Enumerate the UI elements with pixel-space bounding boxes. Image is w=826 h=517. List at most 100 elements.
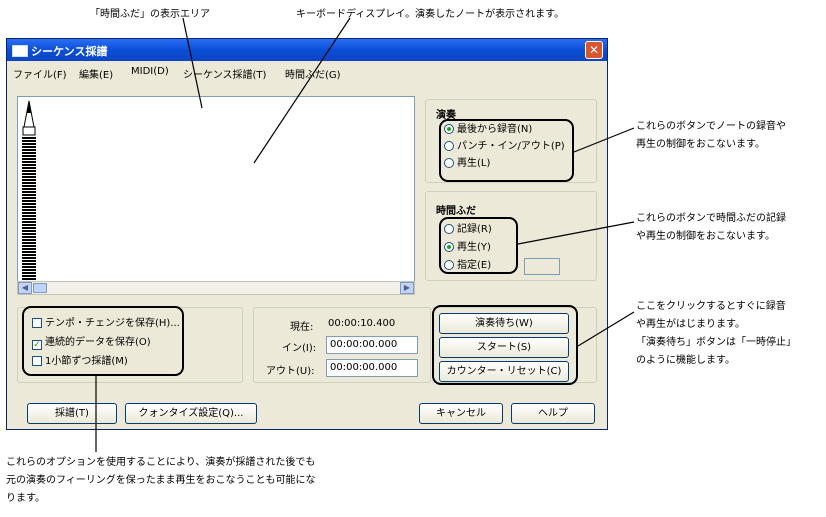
piano-key-stripe: [22, 227, 36, 229]
checkbox-save-tempo[interactable]: テンポ・チェンジを保存(H)...: [32, 316, 180, 332]
out-time-field[interactable]: 00:00:00.000: [326, 359, 418, 377]
piano-key-stripe: [22, 245, 36, 247]
piano-key-stripe: [22, 191, 36, 193]
piano-key-stripe: [22, 200, 36, 202]
radio-indicator: [444, 158, 454, 168]
piano-key-stripe: [22, 158, 36, 160]
piano-key-stripe: [22, 269, 36, 271]
scroll-right-button[interactable]: ▶: [400, 282, 414, 294]
piano-key-stripe: [22, 251, 36, 253]
checkbox-save-continuous[interactable]: ✓連続的データを保存(O): [32, 337, 151, 350]
checkbox-box: [32, 318, 42, 328]
position-group: 現在: 00:00:10.400 イン(I): 00:00:00.000 アウト…: [253, 307, 431, 383]
piano-key-stripe: [22, 230, 36, 232]
piano-key-stripe: [22, 221, 36, 223]
help-button[interactable]: ヘルプ: [511, 403, 595, 424]
piano-key-stripe: [22, 137, 36, 139]
checkbox-box: [32, 356, 42, 366]
piano-key-stripe: [22, 179, 36, 181]
menu-edit[interactable]: 編集(E): [79, 70, 114, 81]
radio-indicator: [444, 224, 454, 234]
radio-indicator: [444, 141, 454, 151]
checkbox-one-bar[interactable]: 1小節ずつ採譜(M): [32, 354, 128, 370]
menu-sequence[interactable]: シーケンス採譜(T): [183, 70, 267, 81]
piano-key-stripe: [22, 197, 36, 199]
piano-key-stripe: [22, 209, 36, 211]
in-label: イン(I):: [282, 343, 317, 354]
radio-playback[interactable]: 再生(L): [444, 156, 490, 172]
piano-key-stripe: [22, 143, 36, 145]
piano-key-stripe: [22, 218, 36, 220]
piano-key-stripe: [22, 257, 36, 259]
piano-key-stripe: [22, 263, 36, 265]
current-label: 現在:: [290, 322, 314, 333]
scroll-left-button[interactable]: ◀: [18, 282, 32, 294]
piano-key-stripe: [22, 161, 36, 163]
menu-bar: ファイル(F) 編集(E) MIDI(D) シーケンス採譜(T) 時間ふだ(G): [7, 63, 607, 81]
check-icon: ✓: [32, 340, 42, 350]
radio-record-from-last[interactable]: 最後から録音(N): [444, 122, 532, 138]
highlight-play-controls: [439, 119, 574, 182]
scroll-thumb[interactable]: [33, 283, 47, 293]
piano-key-stripe: [22, 194, 36, 196]
piano-key-stripe: [22, 188, 36, 190]
piano-key-stripe: [22, 173, 36, 175]
piano-key-stripe: [22, 167, 36, 169]
time-tag-specify-field[interactable]: [524, 258, 560, 275]
highlight-transport-buttons: [432, 305, 578, 385]
piano-key-stripe: [22, 266, 36, 268]
window-title: シーケンス採譜: [31, 45, 108, 58]
highlight-time-controls: [439, 217, 518, 274]
piano-key-stripe: [22, 206, 36, 208]
radio-punch-in-out[interactable]: パンチ・イン/アウト(P): [444, 139, 565, 155]
radio-time-playback[interactable]: 再生(Y): [444, 240, 491, 256]
piano-key-stripe: [22, 182, 36, 184]
piano-key-stripe: [22, 146, 36, 148]
callout-play-controls: これらのボタンでノートの録音や 再生の制御をおこないます。: [636, 121, 786, 150]
menu-midi[interactable]: MIDI(D): [131, 66, 169, 77]
title-bar: シーケンス採譜 ✕: [7, 39, 607, 61]
highlight-options: [22, 306, 184, 376]
start-button[interactable]: スタート(S): [439, 337, 569, 358]
time-tag-group-title: 時間ふだ: [434, 202, 478, 217]
transcribe-button[interactable]: 採譜(T): [27, 403, 117, 424]
piano-key-stripe: [22, 242, 36, 244]
piano-key-stripe: [22, 140, 36, 142]
callout-start-buttons: ここをクリックするとすぐに録音 や再生がはじまります。 「演奏待ち」ボタンは「一…: [636, 301, 796, 366]
piano-key-stripe: [22, 248, 36, 250]
piano-key-stripe: [22, 215, 36, 217]
piano-key-stripe: [22, 278, 36, 280]
piano-key-stripe: [22, 224, 36, 226]
keyboard-display[interactable]: [17, 96, 415, 294]
radio-time-record[interactable]: 記録(R): [444, 222, 492, 238]
cancel-button[interactable]: キャンセル: [419, 403, 503, 424]
piano-key-stripe: [22, 155, 36, 157]
piano-key-stripe: [22, 233, 36, 235]
piano-key-stripe: [22, 239, 36, 241]
callout-keyboard: キーボードディスプレイ。演奏したノートが表示されます。: [296, 9, 565, 20]
piano-keyboard-icon: [22, 100, 36, 283]
close-button[interactable]: ✕: [585, 41, 603, 59]
callout-options: これらのオプションを使用することにより、演奏が採譜された後でも 元の演奏のフィー…: [6, 457, 316, 504]
piano-key-stripe: [22, 170, 36, 172]
piano-key-stripe: [22, 152, 36, 154]
performance-group-title: 演奏: [434, 106, 458, 121]
current-value: 00:00:10.400: [328, 318, 396, 329]
menu-file[interactable]: ファイル(F): [13, 70, 67, 81]
menu-time-tag[interactable]: 時間ふだ(G): [285, 70, 341, 81]
piano-key-stripe: [22, 260, 36, 262]
in-time-field[interactable]: 00:00:00.000: [326, 336, 418, 354]
callout-time-controls: これらのボタンで時間ふだの記録 や再生の制御をおこないます。: [636, 213, 786, 242]
horizontal-scrollbar[interactable]: ◀ ▶: [17, 281, 415, 295]
piano-key-stripe: [22, 212, 36, 214]
performance-group: 演奏 最後から録音(N) パンチ・イン/アウト(P) 再生(L): [425, 99, 597, 183]
counter-reset-button[interactable]: カウンター・リセット(C): [439, 361, 569, 382]
wait-button[interactable]: 演奏待ち(W): [439, 313, 569, 334]
callout-time-area: 「時間ふだ」の表示エリア: [90, 9, 210, 20]
piano-key-stripe: [22, 254, 36, 256]
radio-indicator: [444, 242, 454, 252]
piano-key-stripe: [22, 149, 36, 151]
piano-key-stripe: [22, 164, 36, 166]
quantize-settings-button[interactable]: クォンタイズ設定(Q)...: [125, 403, 257, 424]
piano-key-stripe: [22, 236, 36, 238]
